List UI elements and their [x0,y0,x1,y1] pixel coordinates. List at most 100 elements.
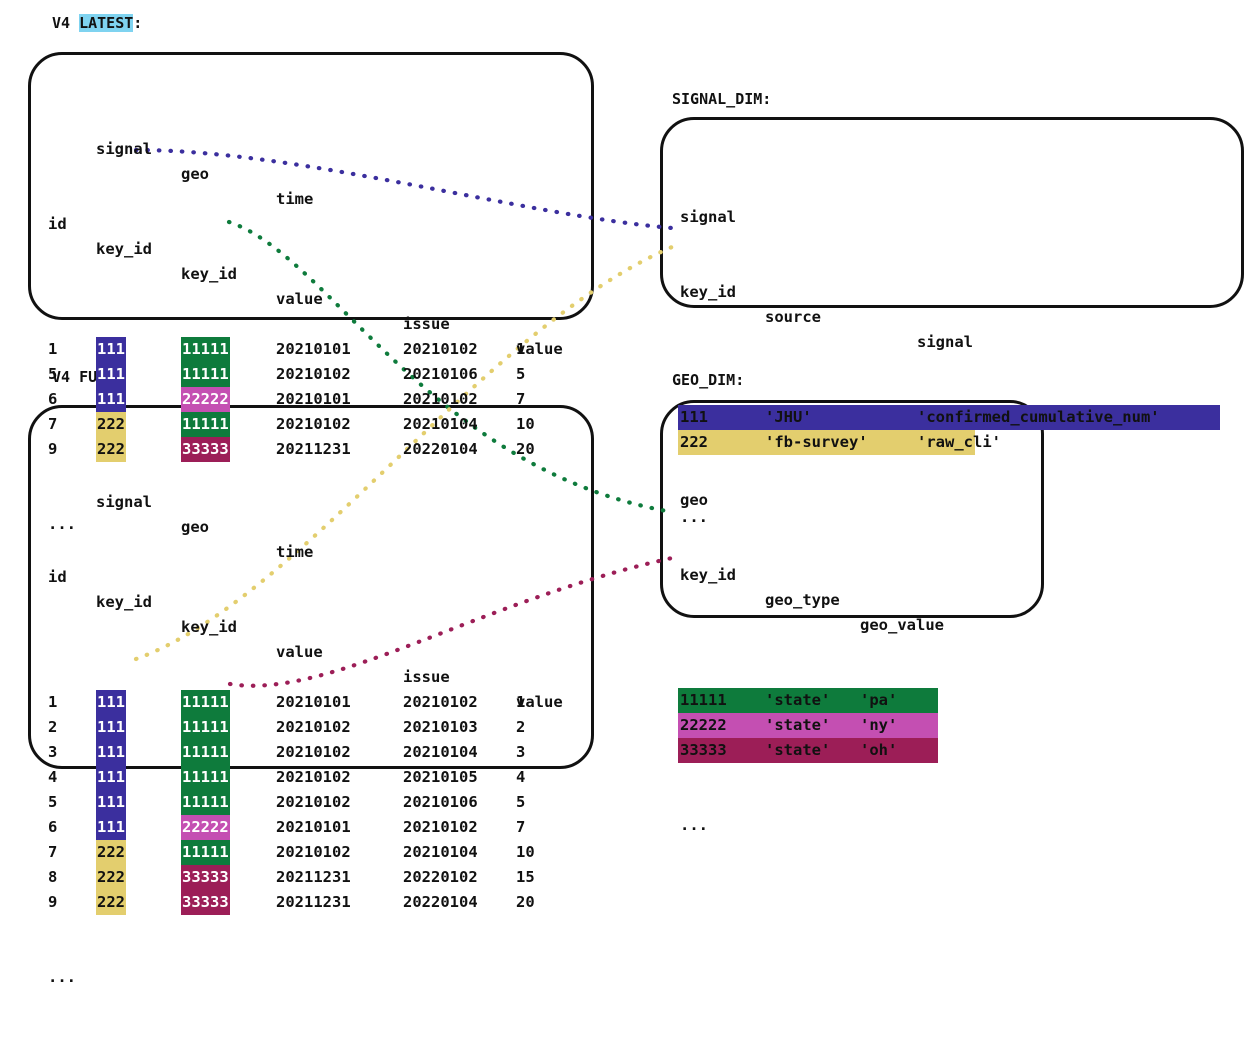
cell-key-id: 22222 [680,716,727,734]
cell-issue: 20210102 [403,340,478,358]
header-signal-key-id: key_id [96,593,152,611]
signal-dim-header-key-id: key_id [680,283,736,301]
cell-signal-key-id: 111 [96,765,126,790]
header-signal: signal [96,493,152,511]
geo-dim-header-key-id: key_id [680,566,736,584]
cell-key-id: 11111 [680,691,727,709]
cell-time-value: 20210101 [276,340,351,358]
cell-time-value: 20211231 [276,868,351,886]
cell-signal-key-id: 111 [96,715,126,740]
table-row: 222 'fb-survey' 'raw_cli' [678,430,1001,455]
cell-signal-key-id: 222 [96,412,126,437]
cell-time-value: 20210102 [276,415,351,433]
cell-id: 3 [48,743,58,761]
cell-geo-key-id: 33333 [181,865,230,890]
cell-geo-key-id: 11111 [181,412,230,437]
cell-geo-key-id: 11111 [181,715,230,740]
cell-geo-value: 'pa' [860,691,898,709]
cell-id: 9 [48,440,58,458]
geo-dim-ellipsis: ... [680,816,708,834]
cell-key-id: 222 [680,433,708,451]
row-highlight-band [678,405,1220,430]
cell-issue: 20220104 [403,893,478,911]
cell-value: 3 [516,743,526,761]
cell-signal-key-id: 111 [96,387,126,412]
header-time: time [276,543,314,561]
diagram-canvas: V4 LATEST: V4 FULL: SIGNAL_DIM: GEO_DIM:… [28,14,1244,986]
signal-dim-header-signal: signal [917,333,973,351]
geo-dim-header-geo: geo [680,491,708,509]
cell-geo-key-id: 11111 [181,337,230,362]
geo-dim-header-line2: key_id geo_type geo_value [680,538,944,634]
cell-id: 7 [48,843,58,861]
signal-dim-header-signal: signal [680,208,736,226]
cell-issue: 20220102 [403,868,478,886]
cell-issue: 20210104 [403,415,478,433]
cell-issue: 20210106 [403,365,478,383]
cell-value: 4 [516,768,526,786]
cell-issue: 20210102 [403,818,478,836]
table-row: 22222'state''ny' [678,713,938,738]
cell-value: 7 [516,818,526,836]
cell-time-value: 20210102 [276,768,351,786]
row-highlight-band [678,430,975,455]
header-value: value [276,643,323,661]
cell-time-value: 20210101 [276,818,351,836]
cell-time-value: 20210102 [276,843,351,861]
latest-header-line1: signal geo time [48,112,313,208]
cell-time-value: 20210101 [276,390,351,408]
cell-signal-key-id: 111 [96,815,126,840]
cell-value: 2 [516,718,526,736]
cell-value: 20 [516,893,535,911]
cell-id: 6 [48,390,58,408]
cell-issue: 20210104 [403,843,478,861]
table-row: 33333'state''oh' [678,738,938,763]
cell-signal-key-id: 111 [96,740,126,765]
cell-value: 5 [516,793,526,811]
cell-value: 7 [516,390,526,408]
header-geo-key-id: key_id [181,618,237,636]
header-value: value [276,290,323,308]
row-highlight-band [678,688,938,713]
cell-time-value: 20210102 [276,365,351,383]
header-geo: geo [181,165,209,183]
cell-signal: 'raw_cli' [917,433,1001,451]
cell-geo-type: 'state' [765,741,831,759]
cell-source: 'fb-survey' [765,433,868,451]
header-geo-key-id: key_id [181,265,237,283]
header-issue: issue [403,315,450,333]
cell-time-value: 20210102 [276,718,351,736]
cell-geo-key-id: 11111 [181,790,230,815]
header-signal-key-id: key_id [96,240,152,258]
geo-dim-rows: 11111'state''pa'22222'state''ny'33333'st… [678,688,938,763]
cell-geo-key-id: 11111 [181,362,230,387]
cell-time-value: 20210101 [276,693,351,711]
cell-id: 2 [48,718,58,736]
cell-source: 'JHU' [765,408,812,426]
cell-geo-type: 'state' [765,691,831,709]
geo-dim-header-geo-type: geo_type [765,591,840,609]
cell-value: 1 [516,693,526,711]
caption-latest-highlight: LATEST [79,14,134,32]
cell-value: 20 [516,440,535,458]
cell-signal-key-id: 111 [96,337,126,362]
latest-table-box [28,52,594,320]
caption-latest-prefix: V4 [52,14,80,32]
cell-id: 1 [48,340,58,358]
cell-issue: 20210102 [403,693,478,711]
cell-signal: 'confirmed_cumulative_num' [917,408,1160,426]
header-issue: issue [403,668,450,686]
caption-v4-latest: V4 LATEST: [52,14,142,32]
cell-geo-type: 'state' [765,716,831,734]
cell-id: 7 [48,415,58,433]
cell-signal-key-id: 111 [96,790,126,815]
